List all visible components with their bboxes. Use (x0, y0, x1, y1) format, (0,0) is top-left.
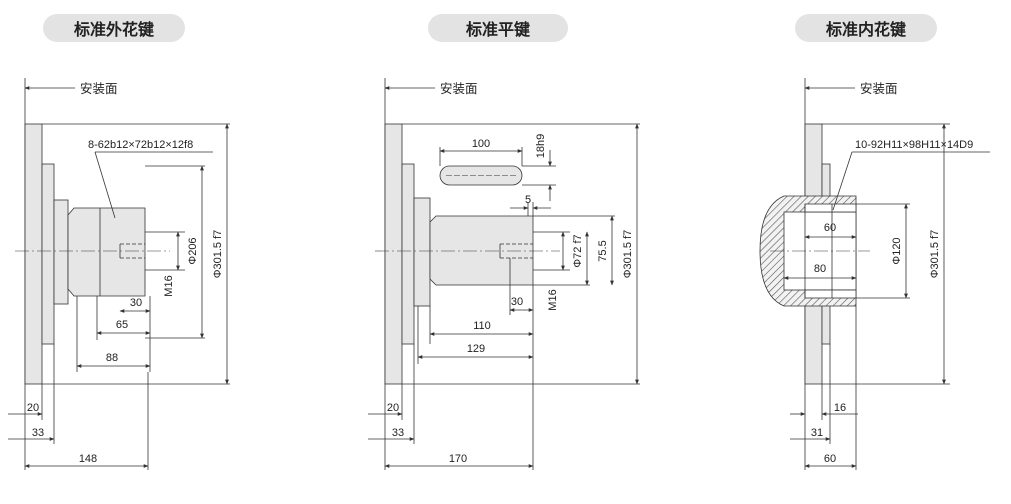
dim-key-width: 18h9 (535, 134, 547, 158)
dim-60: 60 (824, 453, 836, 465)
title-external-spline: 标准外花键 (43, 14, 185, 42)
dim-thread-depth: 30 (130, 297, 142, 309)
thread-label: M16 (163, 275, 175, 296)
dim-5: 5 (525, 194, 531, 206)
dim-33: 33 (32, 427, 44, 439)
dim-88: 88 (106, 352, 118, 364)
dim-key-length: 100 (472, 138, 490, 150)
dim-33: 33 (392, 427, 404, 439)
dim-bore-diameter: Φ120 (891, 237, 903, 264)
drawing-flat-key (368, 78, 640, 470)
drawing-internal-spline (759, 78, 990, 470)
mount-face-label: 安装面 (80, 81, 118, 96)
dim-16: 16 (834, 402, 846, 414)
title-internal-spline: 标准内花键 (795, 14, 937, 42)
dim-20: 20 (387, 402, 399, 414)
dim-170: 170 (449, 453, 467, 465)
dim-flange-diameter: Φ301.5 f7 (929, 230, 941, 279)
dim-60-inner: 60 (824, 222, 836, 234)
spline-spec-label: 10-92H11×98H11×14D9 (855, 139, 973, 151)
dim-flange-diameter: Φ301.5 f7 (622, 230, 634, 279)
dim-75-5: 75.5 (597, 240, 609, 261)
dim-shaft-diameter: Φ72 f7 (572, 234, 584, 267)
dim-110: 110 (473, 320, 491, 332)
spline-spec-label: 8-62b12×72b12×12f8 (88, 139, 193, 151)
title-flat-key: 标准平键 (428, 14, 568, 42)
dim-thread-depth: 30 (511, 296, 523, 308)
dim-129: 129 (467, 343, 485, 355)
dim-flange-diameter: Φ301.5 f7 (212, 230, 224, 279)
mount-face-label: 安装面 (440, 81, 478, 96)
dim-shaft-diameter: Φ206 (187, 237, 199, 264)
drawing-external-spline (8, 78, 230, 470)
dim-80: 80 (814, 263, 826, 275)
dim-65: 65 (116, 319, 128, 331)
dim-20: 20 (27, 402, 39, 414)
mount-face-label: 安装面 (860, 81, 898, 96)
dim-31: 31 (811, 427, 823, 439)
dim-148: 148 (79, 453, 97, 465)
thread-label: M16 (547, 289, 559, 310)
